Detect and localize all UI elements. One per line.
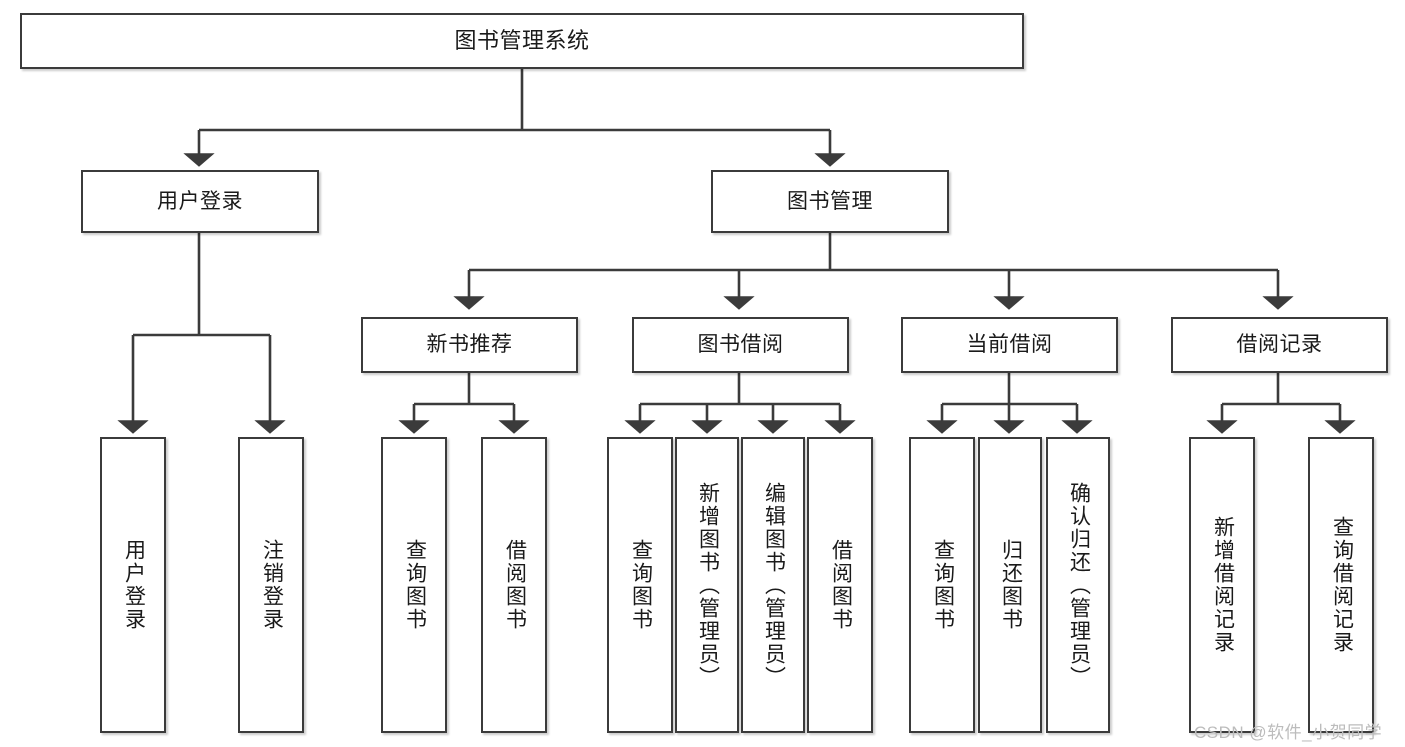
node-user-login[interactable]: 用户登录 bbox=[81, 170, 319, 233]
node-leaf-confirm-return-admin[interactable]: 确认归还（管理员） bbox=[1046, 437, 1110, 733]
node-new-book-recommend[interactable]: 新书推荐 bbox=[361, 317, 578, 373]
node-leaf-query-book-recommend[interactable]: 查询图书 bbox=[381, 437, 447, 733]
node-leaf-query-book-borrow[interactable]: 查询图书 bbox=[607, 437, 673, 733]
node-leaf-user-login[interactable]: 用户登录 bbox=[100, 437, 166, 733]
node-root-system[interactable]: 图书管理系统 bbox=[20, 13, 1024, 69]
node-leaf-add-borrow-record[interactable]: 新增借阅记录 bbox=[1189, 437, 1255, 733]
node-leaf-edit-book-admin[interactable]: 编辑图书（管理员） bbox=[741, 437, 805, 733]
node-borrow-record[interactable]: 借阅记录 bbox=[1171, 317, 1388, 373]
node-leaf-logout-login[interactable]: 注销登录 bbox=[238, 437, 304, 733]
node-leaf-borrow-book-borrow[interactable]: 借阅图书 bbox=[807, 437, 873, 733]
node-leaf-query-book-current[interactable]: 查询图书 bbox=[909, 437, 975, 733]
node-book-borrow[interactable]: 图书借阅 bbox=[632, 317, 849, 373]
node-leaf-add-book-admin[interactable]: 新增图书（管理员） bbox=[675, 437, 739, 733]
node-leaf-return-book[interactable]: 归还图书 bbox=[978, 437, 1042, 733]
node-leaf-borrow-book-recommend[interactable]: 借阅图书 bbox=[481, 437, 547, 733]
csdn-watermark: CSDN @软件_小贺同学 bbox=[1194, 723, 1383, 742]
node-leaf-query-borrow-record[interactable]: 查询借阅记录 bbox=[1308, 437, 1374, 733]
node-book-manage[interactable]: 图书管理 bbox=[711, 170, 949, 233]
node-current-borrow[interactable]: 当前借阅 bbox=[901, 317, 1118, 373]
